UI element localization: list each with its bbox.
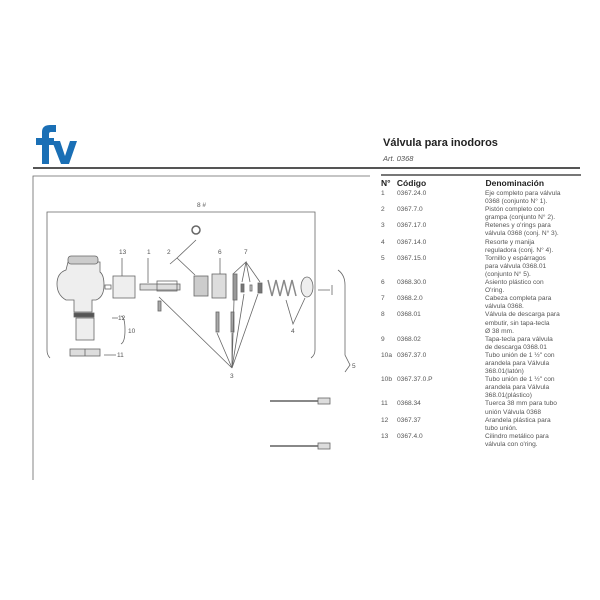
row-code: 0367.37.0.P <box>397 376 433 384</box>
row-number: 9 <box>381 335 385 343</box>
row-description: Retenes y o'rings para válvula 0368 (con… <box>485 222 559 238</box>
table-row: 3 0367.17.0 Retenes y o'rings para válvula… <box>381 222 581 238</box>
row-code: 0367.15.0 <box>397 254 427 262</box>
header-divider <box>33 167 580 169</box>
row-number: 8 <box>381 311 385 319</box>
label-12: 12 <box>118 315 126 322</box>
article-number: Art. 0368 <box>383 154 414 163</box>
page-title: Válvula para inodoros <box>383 137 498 149</box>
row-code: 0367.4.0 <box>397 432 423 440</box>
row-description: Tubo unión de 1 ½" con arandela para Vál… <box>485 376 555 400</box>
row-description: Tuerca 38 mm para tubo unión Válvula 036… <box>485 400 557 416</box>
table-row: 10b 0367.37.0.P Tubo unión de 1 ½" con ara… <box>381 376 581 400</box>
table-row: 6 0368.30.0 Asiento plástico con O'ring. <box>381 279 581 295</box>
table-row: 11 0368.34 Tuerca 38 mm para tubo unión Vá… <box>381 400 581 416</box>
row-description: Tapa-tecla para válvula de descarga 0368… <box>485 335 553 351</box>
table-row: 5 0367.15.0 Tornillo y espárragos para vál… <box>381 255 581 279</box>
exploded-diagram: 8 # 13 1 2 6 7 12 10 11 4 3 5 <box>32 175 370 480</box>
label-3: 3 <box>230 373 234 380</box>
part-4-spring <box>267 279 297 297</box>
row-number: 11 <box>381 400 388 408</box>
label-2: 2 <box>167 249 171 256</box>
table-header: N° Código Denominación <box>381 174 581 190</box>
table-row: 13 0367.4.0 Cilindro metálico para válvula… <box>381 433 581 449</box>
row-description: Pistón completo con grampa (conjunto N° … <box>485 206 556 222</box>
table-row: 1 0367.24.0 Eje completo para válvula 0368… <box>381 190 581 206</box>
assembly-bracket <box>46 211 316 359</box>
outer-frame <box>32 175 370 480</box>
label-11: 11 <box>117 352 124 359</box>
part-6-seat <box>211 273 227 299</box>
label-1: 1 <box>147 249 151 256</box>
header-description: Denominación <box>485 178 545 188</box>
label-4: 4 <box>291 328 295 335</box>
row-code: 0367.14.0 <box>397 238 427 246</box>
label-7: 7 <box>244 249 248 256</box>
row-code: 0368.2.0 <box>397 295 423 303</box>
row-number: 1 <box>381 190 385 197</box>
row-number: 12 <box>381 416 389 424</box>
header-number: N° <box>381 178 391 188</box>
label-5: 5 <box>352 363 356 370</box>
row-code: 0368.34 <box>397 400 421 408</box>
row-number: 6 <box>381 279 385 287</box>
table-row: 2 0367.7.0 Pistón completo con grampa (con… <box>381 206 581 222</box>
row-code: 0367.37 <box>397 416 421 424</box>
row-description: Cabeza completa para válvula 0368. <box>485 295 552 311</box>
row-number: 2 <box>381 206 385 214</box>
row-code: 0367.7.0 <box>397 206 423 214</box>
table-row: 4 0367.14.0 Resorte y manija reguladora (c… <box>381 239 581 255</box>
row-description: Cilindro metálico para válvula con o'rin… <box>485 432 549 448</box>
row-code: 0367.17.0 <box>397 222 427 230</box>
table-row: 9 0368.02 Tapa-tecla para válvula de desca… <box>381 336 581 352</box>
row-code: 0368.02 <box>397 335 421 343</box>
row-description: Válvula de descarga para embutir, sin ta… <box>485 311 560 335</box>
row-code: 0367.37.0 <box>397 351 427 359</box>
row-description: Tornillo y espárragos para válvula 0368.… <box>485 254 547 278</box>
row-description: Eje completo para válvula 0368 (conjunto… <box>485 190 561 206</box>
row-code: 0368.01 <box>397 311 421 319</box>
fv-logo <box>36 125 77 164</box>
valve-body <box>56 261 105 313</box>
row-number: 13 <box>381 432 389 440</box>
parts-table: N° Código Denominación 1 0367.24.0 Eje com… <box>381 174 581 449</box>
table-row: 10a 0367.37.0 Tubo unión de 1 ½" con arand… <box>381 352 581 376</box>
row-description: Asiento plástico con O'ring. <box>485 279 544 295</box>
table-row: 8 0368.01 Válvula de descarga para embutir… <box>381 311 581 335</box>
header-code: Código <box>396 178 427 188</box>
row-number: 4 <box>381 238 385 246</box>
row-code: 0367.24.0 <box>397 190 427 197</box>
label-13: 13 <box>119 249 127 256</box>
row-number: 5 <box>381 254 385 262</box>
row-number: 10a <box>381 351 393 359</box>
row-number: 7 <box>381 295 385 303</box>
row-description: Tubo unión de 1 ½" con arandela para Vál… <box>485 351 555 376</box>
table-row: 7 0368.2.0 Cabeza completa para válvula 03… <box>381 295 581 311</box>
row-code: 0368.30.0 <box>397 279 427 287</box>
part-2-piston <box>193 275 209 297</box>
table-row: 12 0367.37 Arandela plástica para tubo uni… <box>381 417 581 433</box>
row-number: 3 <box>381 222 385 230</box>
part-13-cylinder <box>112 275 136 299</box>
label-10: 10 <box>128 328 136 335</box>
label-8: 8 # <box>197 202 206 209</box>
row-description: Resorte y manija reguladora (conj. N° 4)… <box>485 238 554 254</box>
row-number: 10b <box>381 376 393 384</box>
label-6: 6 <box>218 249 222 256</box>
row-description: Arandela plástica para tubo unión. <box>485 416 551 432</box>
